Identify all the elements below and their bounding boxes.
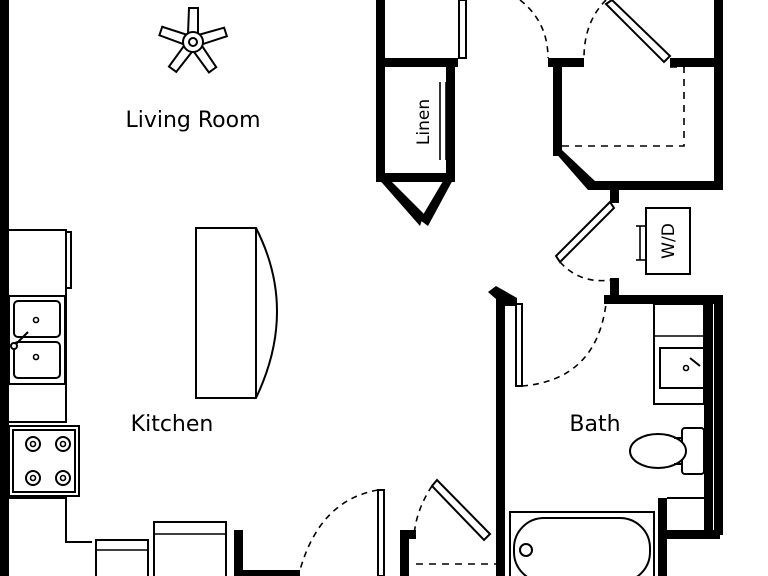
washer-dryer-closet: W/D (554, 200, 691, 282)
living-room-label: Living Room (125, 108, 260, 133)
walls (0, 0, 723, 576)
bath-label: Bath (569, 412, 620, 437)
sink-icon (659, 347, 705, 389)
washer-dryer-label: W/D (659, 223, 679, 259)
bathtub-icon (509, 511, 655, 576)
dishwasher (95, 539, 149, 576)
kitchen-island (195, 227, 278, 399)
washer-dryer-icon (645, 207, 691, 275)
kitchen-counters (9, 227, 278, 576)
stove-icon (8, 425, 80, 497)
linen-closet: Linen (414, 0, 467, 160)
sink-icon (8, 295, 66, 385)
toilet-icon (629, 427, 705, 475)
linen-label: Linen (414, 99, 434, 145)
bath-fixtures (509, 303, 705, 576)
upper-closet-doors (519, 0, 685, 147)
kitchen-label: Kitchen (131, 412, 214, 437)
refrigerator (153, 521, 227, 576)
ceiling-fan-icon (158, 7, 229, 74)
entry-doors (299, 478, 496, 576)
room-labels: Living Room Kitchen Bath (125, 108, 620, 437)
